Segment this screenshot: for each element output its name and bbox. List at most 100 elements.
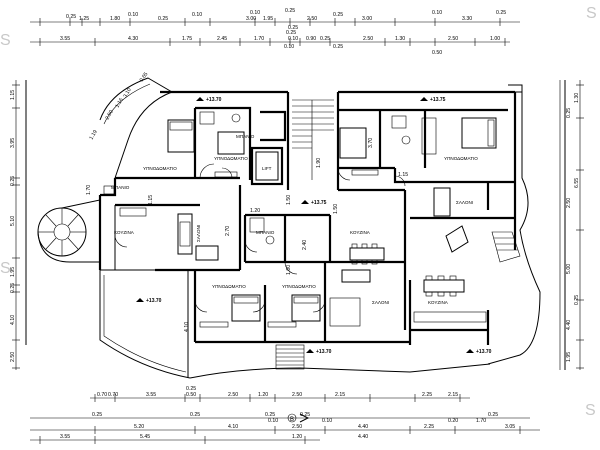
bed-left-2 bbox=[217, 131, 245, 155]
top-dimension-chain-2: 3.55 4.30 1.75 2.45 1.70 0.25 0.10 0.90 … bbox=[30, 25, 510, 56]
room-label-bedroom-1: ΥΠΝΟΔΩΜΑΤΙΟ bbox=[143, 166, 177, 171]
dim-top1-6: 3.00 bbox=[246, 16, 256, 22]
dim-bottom4-1: 5.45 bbox=[140, 434, 150, 440]
dim-top1-7: 0.10 bbox=[250, 10, 260, 16]
dim-top1-0: 0.25 bbox=[66, 14, 76, 20]
dim-top-extra-1: 0.50 bbox=[432, 50, 442, 56]
bed-right-2 bbox=[339, 127, 367, 159]
level-mark-5: +13.70 bbox=[316, 349, 332, 355]
watermark-top-left: S bbox=[0, 32, 11, 49]
dim-top-extra-2: 0.25 bbox=[288, 25, 298, 31]
dim-inner-2: 2.50 bbox=[105, 109, 115, 121]
dim-top2-0: 3.55 bbox=[60, 36, 70, 42]
dim-top2-1: 4.30 bbox=[128, 36, 138, 42]
dim-top2-10: 1.30 bbox=[395, 36, 405, 42]
dim-left-6: 4.10 bbox=[10, 315, 16, 325]
dim-top1-2: 1.80 bbox=[110, 16, 120, 22]
dim-top2-12: 1.00 bbox=[490, 36, 500, 42]
level-mark-6: +13.70 bbox=[476, 349, 492, 355]
dim-right-2: 6.55 bbox=[574, 178, 580, 188]
dim-bottom2-2: 0.25 bbox=[265, 412, 275, 418]
dim-bottom3-5: 3.05 bbox=[505, 424, 515, 430]
bathtub-middle bbox=[249, 217, 265, 233]
dim-right-5: 0.25 bbox=[574, 295, 580, 305]
room-label-kitchen-left: ΚΟΥΖΙΝΑ bbox=[114, 230, 135, 235]
dim-top1-3: 0.10 bbox=[128, 12, 138, 18]
room-label-bedroom-5: ΥΠΝΟΔΩΜΑΤΙΟ bbox=[282, 284, 316, 289]
watermark-bottom-right: S bbox=[585, 402, 596, 419]
room-label-kitchen-middle: ΚΟΥΖΙΝΑ bbox=[350, 230, 371, 235]
dim-inner-15: 4.10 bbox=[184, 322, 190, 332]
level-mark-4: +13.70 bbox=[146, 298, 162, 304]
dim-bottom1-2: 3.55 bbox=[146, 392, 156, 398]
dim-bottom1-6: 1.20 bbox=[258, 392, 268, 398]
dim-inner-12: 1.50 bbox=[333, 204, 339, 214]
room-label-bathroom-1: ΜΠΑΝΙΟ bbox=[236, 134, 255, 139]
dim-top2-8: 0.25 bbox=[320, 36, 330, 42]
dim-right-1: 1.30 bbox=[574, 93, 580, 103]
bed-right-1 bbox=[461, 117, 497, 149]
dim-top2-7: 0.90 bbox=[306, 36, 316, 42]
dim-inner-13: 2.40 bbox=[302, 240, 308, 250]
toilet-left bbox=[231, 113, 241, 123]
dim-right-6: 4.40 bbox=[566, 320, 572, 330]
dim-top2-9: 2.50 bbox=[363, 36, 373, 42]
level-mark-1: +13.70 bbox=[206, 97, 222, 103]
kitchen-counter-right bbox=[413, 311, 487, 323]
axis-marker-b: B bbox=[290, 417, 294, 423]
armchair-right bbox=[445, 225, 469, 253]
dim-bottom3-3: 4.40 bbox=[358, 424, 368, 430]
dim-inner-1: 1.19 bbox=[89, 129, 99, 141]
dim-bottom1-1: 0.70 bbox=[108, 392, 118, 398]
room-label-bathroom-3: ΜΠΑΝΙΟ bbox=[256, 230, 275, 235]
sink-left bbox=[103, 185, 115, 195]
dim-bottom4-3: 4.40 bbox=[358, 434, 368, 440]
dim-top1-15: 0.25 bbox=[496, 10, 506, 16]
table-left bbox=[195, 245, 219, 261]
dim-bottom1-10: 2.15 bbox=[448, 392, 458, 398]
dining-table-right bbox=[423, 279, 465, 293]
dim-bottom2-1: 0.25 bbox=[190, 412, 200, 418]
dim-inner-8: 1.15 bbox=[398, 172, 408, 178]
dim-bottom2-6: 0.20 bbox=[448, 418, 458, 424]
toilet-right bbox=[401, 135, 411, 145]
dim-bottom2-8: 0.25 bbox=[488, 412, 498, 418]
dim-left-2: 0.25 bbox=[10, 176, 16, 186]
room-label-bathroom-2: ΜΠΑΝΙΟ bbox=[111, 185, 130, 190]
dim-right-0: 0.25 bbox=[566, 108, 572, 118]
dim-bottom1-9: 2.25 bbox=[422, 392, 432, 398]
dim-top1-4: 0.25 bbox=[158, 16, 168, 22]
dim-right-3: 2.50 bbox=[566, 198, 572, 208]
dim-bottom3-1: 4.10 bbox=[228, 424, 238, 430]
bathtub-left bbox=[199, 111, 215, 125]
dim-top2-6: 0.10 bbox=[288, 36, 298, 42]
dim-top2-2: 1.75 bbox=[182, 36, 192, 42]
dim-inner-6: 1.15 bbox=[148, 195, 154, 205]
dim-bottom2-7: 1.70 bbox=[476, 418, 486, 424]
room-label-bedroom-4: ΥΠΝΟΔΩΜΑΤΙΟ bbox=[212, 284, 246, 289]
bed-bottom-1 bbox=[231, 294, 261, 322]
dim-left-1: 3.95 bbox=[10, 138, 16, 148]
dim-bottom4-2: 1.20 bbox=[292, 434, 302, 440]
level-mark-2: +13.75 bbox=[311, 200, 327, 206]
bed-left-1 bbox=[167, 119, 195, 153]
dim-top1-12: 3.00 bbox=[362, 16, 372, 22]
room-label-living-middle: ΣΑΛΟΝΙ bbox=[372, 300, 389, 305]
dim-bottom2-3: 0.10 bbox=[268, 418, 278, 424]
dim-left-5: 0.25 bbox=[10, 283, 16, 293]
dim-top1-11: 0.25 bbox=[333, 12, 343, 18]
dim-top-extra-3: 0.25 bbox=[333, 44, 343, 50]
dim-bottom3-2: 2.50 bbox=[292, 424, 302, 430]
dim-inner-7: 3.70 bbox=[368, 138, 374, 148]
dim-inner-3: 1.16 bbox=[115, 97, 125, 109]
dim-top1-1: 1.25 bbox=[79, 16, 89, 22]
dim-bottom2-0: 0.25 bbox=[92, 412, 102, 418]
dim-inner-9: 1.90 bbox=[316, 158, 322, 168]
dim-top2-11: 2.50 bbox=[448, 36, 458, 42]
right-dimension-chain: 0.25 1.30 6.55 2.50 5.00 0.25 4.40 1.95 bbox=[566, 80, 584, 370]
dim-right-7: 1.95 bbox=[566, 352, 572, 362]
dim-bottom1-3: 0.50 bbox=[186, 392, 196, 398]
room-label-kitchen-right: ΚΟΥΖΙΝΑ bbox=[428, 300, 449, 305]
watermark-left: S bbox=[0, 260, 11, 277]
